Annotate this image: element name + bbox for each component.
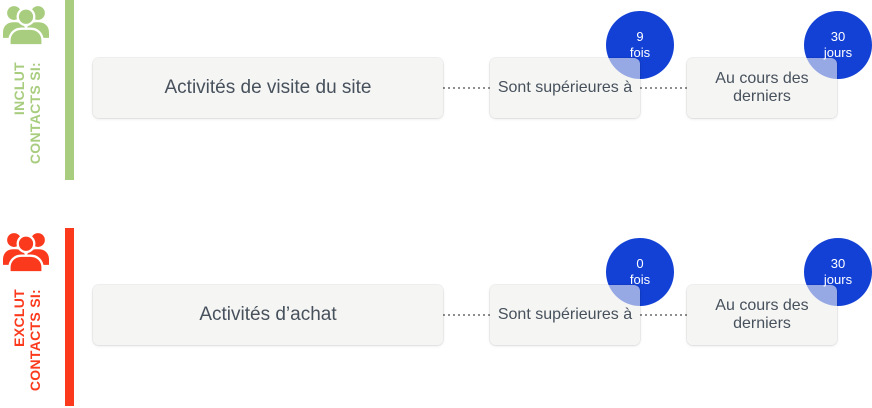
users-group-icon	[3, 233, 49, 274]
activity-card-label: Activités de visite du site	[164, 77, 372, 98]
exclude-label-line1: EXCLUT	[11, 289, 27, 347]
dotted-connector	[443, 314, 490, 316]
period-card[interactable]: Au cours des derniers	[687, 285, 837, 345]
dotted-connector	[640, 314, 687, 316]
include-label-line2: CONTACTS SI:	[27, 62, 43, 165]
users-group-icon	[3, 6, 49, 47]
condition-card[interactable]: Sont supérieures à	[490, 58, 640, 118]
condition-card-label: Sont supérieures à	[497, 306, 633, 323]
exclude-label-line2: CONTACTS SI:	[27, 289, 43, 392]
dotted-connector	[640, 87, 687, 89]
include-label: INCLUT CONTACTS SI:	[11, 62, 43, 168]
condition-card-label: Sont supérieures à	[497, 79, 633, 96]
activity-card[interactable]: Activités d’achat	[93, 285, 443, 345]
period-card[interactable]: Au cours des derniers	[687, 58, 837, 118]
exclude-section: EXCLUT CONTACTS SI: Activités d’achat So…	[0, 227, 872, 408]
activity-card-label: Activités d’achat	[199, 304, 337, 325]
exclude-bar	[65, 228, 74, 406]
include-bar	[65, 0, 74, 180]
dotted-connector	[443, 87, 490, 89]
include-section: INCLUT CONTACTS SI: Activités de visite …	[0, 0, 872, 181]
condition-card[interactable]: Sont supérieures à	[490, 285, 640, 345]
activity-card[interactable]: Activités de visite du site	[93, 58, 443, 118]
period-card-label: Au cours des derniers	[715, 70, 809, 105]
include-label-line1: INCLUT	[11, 62, 27, 116]
exclude-label: EXCLUT CONTACTS SI:	[11, 289, 43, 395]
period-card-label: Au cours des derniers	[715, 297, 809, 332]
